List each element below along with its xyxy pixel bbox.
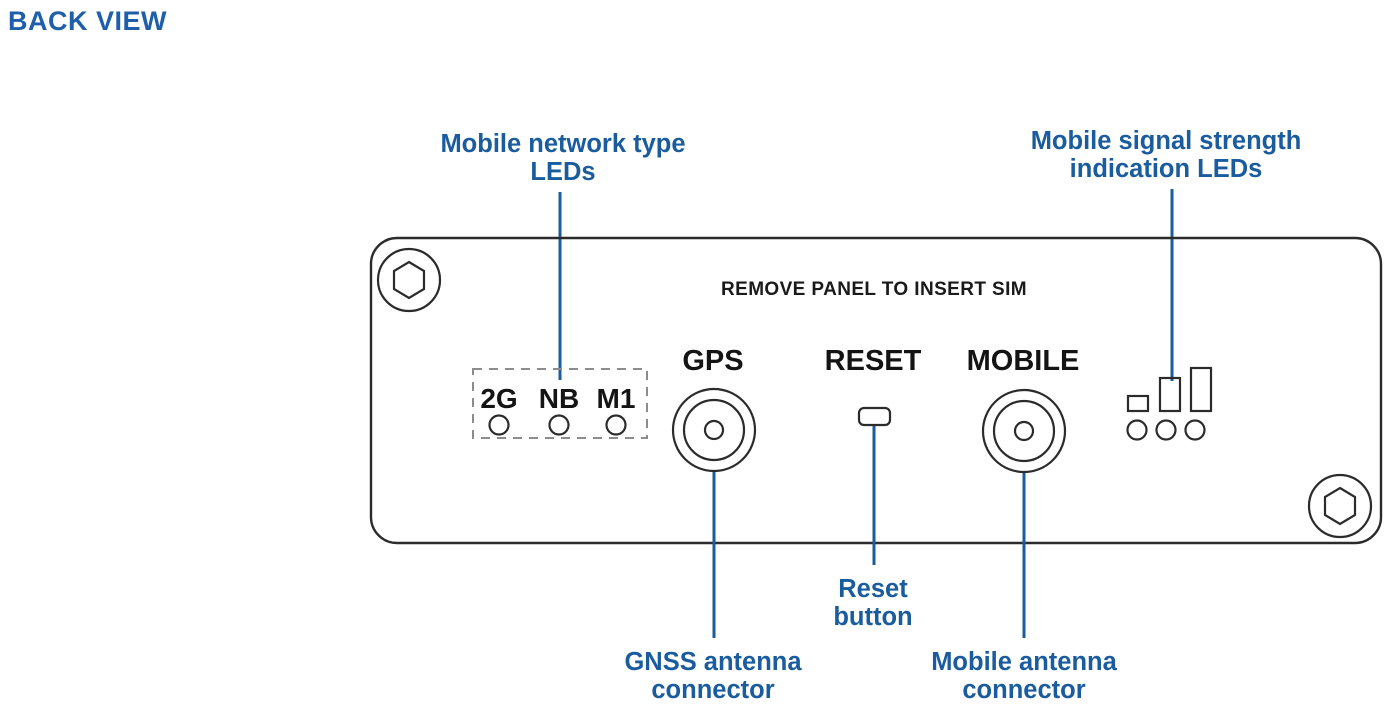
signal-led-1 (1126, 419, 1148, 441)
gps-connector-middle-ring (682, 398, 746, 462)
callout-mobile-antenna-line2: connector (962, 676, 1085, 704)
network-led-label-m1: M1 (597, 383, 636, 414)
mobile-port-label: MOBILE (967, 345, 1080, 377)
callout-gnss-antenna: GNSS antenna connector (624, 472, 802, 704)
reset-button-slot[interactable] (857, 406, 892, 427)
signal-led-2 (1155, 419, 1177, 441)
signal-bar-3 (1189, 366, 1213, 413)
page-title: BACK VIEW (8, 6, 167, 36)
device-panel: REMOVE PANEL TO INSERT SIM 2G NB M1 (369, 236, 1383, 545)
network-led-label-nb: NB (539, 383, 579, 414)
signal-led-3 (1184, 419, 1206, 441)
callout-mobile-antenna-line1: Mobile antenna (931, 648, 1117, 676)
panel-outline (369, 236, 1383, 545)
mobile-connector-pin (1013, 420, 1035, 442)
bottom-right-screw (1307, 473, 1373, 539)
gps-connector-outer-ring (671, 387, 757, 473)
signal-bar-1 (1126, 394, 1150, 413)
top-left-screw (376, 247, 442, 313)
callout-gnss-antenna-line1: GNSS antenna (624, 648, 802, 676)
mobile-antenna-connector[interactable]: MOBILE (967, 345, 1080, 474)
reset-port-label: RESET (825, 345, 922, 377)
callout-reset-button: Reset button (833, 426, 913, 631)
panel-header-label: REMOVE PANEL TO INSERT SIM (721, 279, 1027, 300)
callout-signal-strength-leds-line2: indication LEDs (1070, 155, 1263, 183)
mobile-connector-outer-ring (981, 388, 1067, 474)
callout-network-type-leds: Mobile network type LEDs (440, 130, 686, 380)
gps-antenna-connector[interactable]: GPS (671, 345, 757, 473)
network-led-nb (548, 414, 570, 436)
signal-strength-indicator (1126, 366, 1213, 441)
network-led-m1 (605, 414, 627, 436)
network-led-label-2g: 2G (480, 383, 517, 414)
callout-signal-strength-leds: Mobile signal strength indication LEDs (1031, 127, 1302, 381)
network-type-led-group: 2G NB M1 (472, 368, 648, 439)
gps-connector-pin (703, 419, 725, 441)
callout-signal-strength-leds-line1: Mobile signal strength (1031, 127, 1302, 155)
callout-network-type-leds-line2: LEDs (530, 158, 595, 186)
gps-port-label: GPS (682, 345, 743, 377)
signal-bar-2 (1158, 376, 1182, 413)
callout-network-type-leds-line1: Mobile network type (440, 130, 685, 158)
callout-mobile-antenna: Mobile antenna connector (931, 473, 1118, 704)
callout-reset-button-line2: button (833, 603, 912, 631)
mobile-connector-middle-ring (992, 399, 1056, 463)
callout-gnss-antenna-line2: connector (651, 676, 774, 704)
network-led-dashed-outline (472, 368, 648, 439)
callout-reset-button-line1: Reset (838, 575, 908, 603)
network-led-2g (488, 414, 510, 436)
reset-button[interactable]: RESET (825, 345, 922, 427)
